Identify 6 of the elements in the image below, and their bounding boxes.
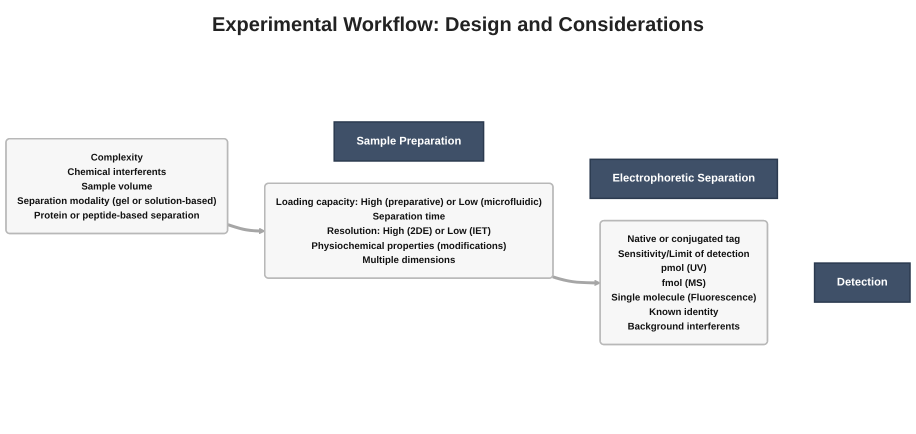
diagram-title: Experimental Workflow: Design and Considerations xyxy=(211,14,705,37)
node-box: Detection xyxy=(814,262,911,303)
arrow xyxy=(552,275,601,286)
node-box: Electrophoretic Separation xyxy=(589,158,778,199)
node-box: Sample Preparation xyxy=(333,120,484,162)
arrow xyxy=(228,223,266,234)
